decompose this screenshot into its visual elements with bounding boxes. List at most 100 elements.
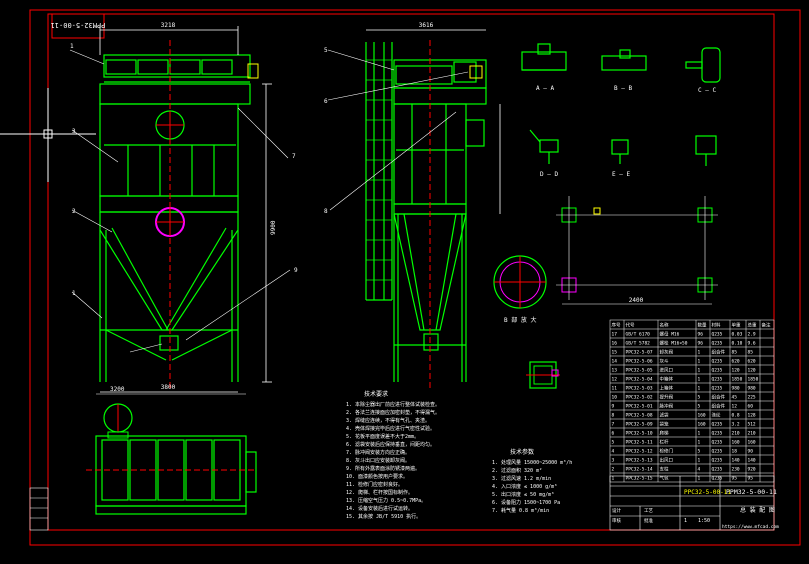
bom-cell: 5 — [698, 404, 701, 410]
param-line: 7. 耗气量 0.8 m³/min — [492, 507, 549, 514]
bom-cell: PPC32-5-11 — [626, 440, 653, 446]
bom-cell: 3 — [612, 458, 615, 464]
note-line: 15. 其余按 JB/T 5910 执行。 — [346, 513, 421, 520]
bom-cell: 230 — [732, 467, 740, 473]
bom-cell: 160 — [698, 422, 706, 428]
approval-process: 工艺 — [644, 508, 653, 514]
bom-header-cell: 名称 — [660, 322, 669, 329]
note-line: 13. 压缩空气压力 0.5~0.7MPa。 — [346, 497, 426, 504]
bom-header-cell: 单重 — [732, 322, 741, 329]
bom-cell: 0.8 — [732, 413, 740, 419]
approval-approve: 批准 — [644, 517, 653, 524]
note-line: 14. 设备安装后进行试运转。 — [346, 505, 413, 512]
front-view-dims — [99, 26, 272, 393]
bom-cell: 12 — [732, 404, 738, 410]
bom-cell: 组合件 — [712, 349, 726, 356]
bom-cell: 12 — [612, 377, 618, 383]
bom-cell: Q235 — [712, 422, 723, 428]
section-ee — [611, 135, 717, 166]
bom-cell: 18 — [732, 449, 738, 455]
bom-cell: 85 — [748, 350, 754, 356]
title-block — [609, 475, 775, 531]
bom-cell: 85 — [732, 350, 738, 356]
bom-cell: Q235 — [712, 449, 723, 455]
section-dd — [529, 129, 559, 164]
bom-cell: PPC32-5-04 — [626, 377, 653, 383]
bom-cell: 920 — [748, 467, 756, 473]
watermark: https://www.mfcad.com — [722, 524, 779, 530]
bom-cell: 45 — [732, 395, 738, 401]
bom-cell: PPC32-5-07 — [626, 350, 653, 356]
bom-cell: Q235 — [712, 359, 723, 365]
bom-cell: 16 — [612, 341, 618, 347]
param-line: 5. 出口浓度 ≤ 50 mg/m³ — [492, 491, 554, 498]
bom-cell: 螺栓 M16×50 — [660, 340, 688, 347]
part-marker: 3 — [72, 128, 76, 135]
param-line: 1. 处理风量 15000~25000 m³/h — [492, 459, 572, 466]
bom-cell: 5 — [698, 395, 701, 401]
bom-cell: PPC32-5-10 — [626, 431, 653, 437]
bom-cell: 6 — [612, 431, 615, 437]
bom-cell: 灰斗 — [660, 358, 669, 365]
bom-cell: 1 — [698, 368, 701, 374]
bom-cell: 组合件 — [712, 394, 726, 401]
note-line: 9. 所有外露表面涂防锈漆两遍。 — [346, 465, 420, 472]
params-list: 1. 处理风量 15000~25000 m³/h 2. 过滤面积 320 m² … — [492, 459, 572, 514]
bom-cell: 涤纶 — [712, 412, 721, 419]
bom-cell: 2.9 — [748, 332, 756, 338]
param-line: 4. 入口浓度 ≤ 1000 g/m³ — [492, 483, 557, 490]
dim-plan-width: 3200 — [110, 386, 125, 393]
front-view-details — [155, 40, 259, 390]
bom-cell: PPC32-5-08 — [626, 413, 653, 419]
manhole-detail — [526, 361, 560, 389]
note-line: 8. 灰斗出口应安装卸灰阀。 — [346, 457, 410, 464]
side-callouts — [327, 49, 469, 211]
top-left-code-box: PPM32-5-00-11 — [51, 13, 105, 39]
bom-cell: 出风口 — [660, 457, 674, 464]
bom-cell: 140 — [732, 458, 740, 464]
note-line: 4. 壳体焊接完毕后应进行气密性试验。 — [346, 425, 435, 432]
bom-cell: 4 — [612, 449, 615, 455]
bom-cell: 爬梯 — [660, 430, 669, 437]
part-marker: 8 — [324, 208, 328, 215]
bom-cell: 8 — [612, 413, 615, 419]
bom-cell: 气包 — [660, 475, 669, 482]
bom-cell: 脉冲阀 — [660, 403, 674, 410]
bom-cell: Q235 — [712, 458, 723, 464]
bom-cell: PPC32-5-09 — [626, 422, 653, 428]
bom-cell: Q235 — [712, 476, 723, 482]
section-aa-label: A — A — [536, 85, 554, 92]
bom-cell: 1 — [698, 476, 701, 482]
section-cc-label: C — C — [698, 87, 716, 94]
note-line: 7. 脉冲阀安装方向应正确。 — [346, 449, 410, 456]
bom-cell: 0.03 — [732, 332, 743, 338]
dim-base-width: 3800 — [161, 384, 176, 391]
bom-cell: 10 — [612, 395, 618, 401]
bom-cell: PPC32-5-03 — [626, 386, 653, 392]
bom-cell: 980 — [732, 386, 740, 392]
bom-cell: 支柱 — [660, 466, 669, 473]
note-line: 6. 滤袋安装后应保持垂直，间距均匀。 — [346, 441, 435, 448]
bom-cell: 进风口 — [660, 367, 674, 374]
bom-cell: Q235 — [712, 431, 723, 437]
part-marker: 7 — [292, 153, 296, 160]
bom-cell: 160 — [698, 413, 706, 419]
part-marker: 9 — [294, 267, 298, 274]
bom-cell: 128 — [748, 413, 756, 419]
section-dd-label: D — D — [540, 171, 558, 178]
bom-cell: 90 — [748, 449, 754, 455]
section-cc — [685, 47, 721, 83]
bom-cell: 1 — [698, 386, 701, 392]
bom-cell: Q235 — [712, 440, 723, 446]
notes-list: 1. 本除尘器出厂前应进行整体试装检查。 2. 各法兰连接面应加密封垫，不得漏气… — [346, 401, 440, 520]
bom-cell: 提升阀 — [660, 394, 674, 401]
note-line: 1. 本除尘器出厂前应进行整体试装检查。 — [346, 401, 440, 408]
front-view — [99, 54, 251, 382]
bom-cell: 980 — [748, 386, 756, 392]
revision-block — [29, 487, 49, 531]
bom-cell: PPC32-5-14 — [626, 467, 653, 473]
bom-cell: 1 — [698, 350, 701, 356]
bom-cell: 225 — [748, 395, 756, 401]
bom-cell: GB/T 5782 — [626, 341, 651, 347]
